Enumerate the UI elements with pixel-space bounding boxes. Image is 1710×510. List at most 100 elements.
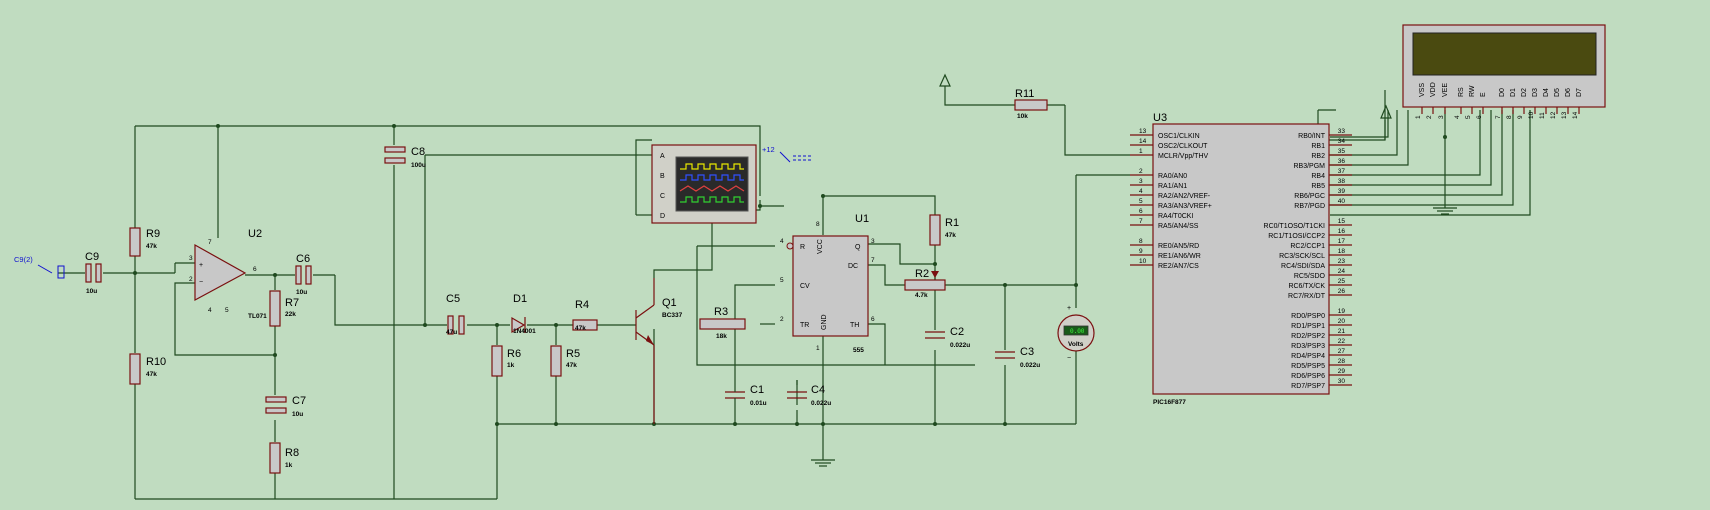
pic-pin-number: 1 xyxy=(1139,148,1143,155)
resistor-r10[interactable]: R10 47k xyxy=(129,353,166,385)
svg-text:47k: 47k xyxy=(146,243,157,250)
pic-pin-name: RB1 xyxy=(1311,143,1325,150)
resistor-r7[interactable]: R7 22k xyxy=(269,290,299,327)
pic-pin-name: RE1/AN6/WR xyxy=(1158,253,1201,260)
capacitor-c4[interactable]: C4 0.022u xyxy=(787,384,831,407)
capacitor-c5[interactable]: C5 47u xyxy=(446,293,465,336)
resistor-r1[interactable]: R1 47k xyxy=(929,214,959,246)
svg-text:10k: 10k xyxy=(1017,113,1028,120)
capacitor-c9[interactable]: C9 10u xyxy=(85,251,102,295)
resistor-r9[interactable]: R9 47k xyxy=(129,227,160,257)
pic-pin-name: OSC2/CLKOUT xyxy=(1158,143,1208,150)
lcd-pin-name: D1 xyxy=(1510,88,1517,97)
svg-text:1: 1 xyxy=(816,345,820,352)
pic-pin-number: 39 xyxy=(1338,188,1346,195)
svg-text:D1: D1 xyxy=(513,293,527,305)
pic-pin-number: 2 xyxy=(1139,168,1143,175)
resistor-r4[interactable]: R4 47k xyxy=(572,299,598,332)
svg-text:1N4001: 1N4001 xyxy=(513,328,536,335)
oscilloscope[interactable]: A B C D xyxy=(651,144,757,224)
resistor-r11[interactable]: R11 10k xyxy=(1014,88,1048,120)
input-terminal[interactable]: C9(2) xyxy=(14,255,65,279)
pic-pin-name: RE0/AN5/RD xyxy=(1158,243,1199,250)
voltmeter[interactable]: 0.00 Volts + − xyxy=(1057,305,1095,362)
lcd-pin-name: D2 xyxy=(1521,88,1528,97)
capacitor-c8[interactable]: C8 100u xyxy=(384,146,426,169)
pic-pin-name: RA2/AN2/VREF- xyxy=(1158,193,1211,200)
svg-text:DC: DC xyxy=(848,263,858,270)
svg-text:10u: 10u xyxy=(296,289,307,296)
junction-dots xyxy=(133,124,1447,426)
svg-text:R4: R4 xyxy=(575,299,589,311)
lcd-pin-name: E xyxy=(1480,92,1487,97)
transistor-q1[interactable]: Q1 BC337 xyxy=(635,278,683,424)
svg-text:C9: C9 xyxy=(85,251,99,263)
lcd-pin-name: D3 xyxy=(1532,88,1539,97)
pic-pin-number: 34 xyxy=(1338,138,1346,145)
opamp-u2[interactable]: + − 3 2 6 7 4 5 U2 TL071 xyxy=(189,228,267,320)
lcd-pin-number: 8 xyxy=(1506,115,1513,119)
microcontroller-u3[interactable]: U3 PIC16F877 13OSC1/CLKIN14OSC2/CLKOUT1M… xyxy=(1130,112,1352,406)
svg-text:555: 555 xyxy=(853,347,864,354)
svg-text:R1: R1 xyxy=(945,217,959,229)
resistor-r3[interactable]: R3 18k xyxy=(699,306,746,340)
svg-text:10u: 10u xyxy=(86,288,97,295)
pic-pin-name: RC3/SCK/SCL xyxy=(1279,253,1325,260)
ground-symbol xyxy=(811,459,835,467)
pic-pin-number: 19 xyxy=(1338,308,1346,315)
lcd-pin-name: VEE xyxy=(1442,83,1449,97)
svg-text:18k: 18k xyxy=(716,333,727,340)
svg-text:0.022u: 0.022u xyxy=(950,342,970,349)
svg-text:7: 7 xyxy=(871,257,875,264)
pic-pin-name: RD1/PSP1 xyxy=(1291,323,1325,330)
resistor-r5[interactable]: R5 47k xyxy=(550,345,580,377)
potentiometer-r2[interactable]: R2 4.7k xyxy=(904,268,946,299)
pic-pin-number: 10 xyxy=(1139,258,1147,265)
svg-text:R6: R6 xyxy=(507,348,521,360)
svg-text:4: 4 xyxy=(780,238,784,245)
supply-terminal-12v[interactable]: +12 xyxy=(762,145,812,163)
capacitor-c3[interactable]: C3 0.022u xyxy=(995,346,1040,369)
pic-pin-number: 40 xyxy=(1338,198,1346,205)
svg-text:0.022u: 0.022u xyxy=(811,400,831,407)
lcd-ground-symbol xyxy=(1433,207,1457,215)
capacitor-c1[interactable]: C1 0.01u xyxy=(725,380,767,407)
svg-text:C9(2): C9(2) xyxy=(14,255,33,264)
pic-pin-name: RC1/T1OSI/CCP2 xyxy=(1268,233,1325,240)
pic-pin-number: 27 xyxy=(1338,348,1346,355)
lcd-pin-name: VDD xyxy=(1430,82,1437,97)
lcd-pin-name: RS xyxy=(1458,87,1465,97)
svg-text:C2: C2 xyxy=(950,326,964,338)
wires xyxy=(58,90,1531,500)
svg-text:C1: C1 xyxy=(750,384,764,396)
pic-pin-name: RC7/RX/DT xyxy=(1288,293,1326,300)
pic-pin-name: RD2/PSP2 xyxy=(1291,333,1325,340)
pic-pin-number: 38 xyxy=(1338,178,1346,185)
resistor-r8[interactable]: R8 1k xyxy=(269,442,299,474)
capacitor-c2[interactable]: C2 0.022u xyxy=(925,326,970,349)
pic-pin-number: 21 xyxy=(1338,328,1346,335)
pic-pin-number: 14 xyxy=(1139,138,1147,145)
pic-pin-name: RA3/AN3/VREF+ xyxy=(1158,203,1212,210)
svg-text:−: − xyxy=(1067,355,1071,362)
svg-text:2: 2 xyxy=(780,316,784,323)
lcd-pin-number: 1 xyxy=(1415,115,1422,119)
capacitor-c6[interactable]: C6 10u xyxy=(295,253,312,296)
pic-pin-name: OSC1/CLKIN xyxy=(1158,133,1200,140)
timer-555-u1[interactable]: R VCC Q DC CV TR GND TH 4 8 3 7 5 2 1 6 … xyxy=(780,213,875,354)
capacitor-c7[interactable]: C7 10u xyxy=(265,395,306,418)
pic-pin-number: 36 xyxy=(1338,158,1346,165)
svg-text:5: 5 xyxy=(780,277,784,284)
svg-text:−: − xyxy=(199,279,203,286)
resistor-r6[interactable]: R6 1k xyxy=(491,345,521,377)
lcd-pins: VSS1VDD2VEE3RS4RW5E6D07D18D29D310D411D51… xyxy=(1415,82,1583,119)
svg-text:U3: U3 xyxy=(1153,112,1167,124)
pic-pin-name: RC5/SDO xyxy=(1294,273,1326,280)
pic-pin-number: 7 xyxy=(1139,218,1143,225)
svg-text:C5: C5 xyxy=(446,293,460,305)
lcd-display[interactable]: VSS1VDD2VEE3RS4RW5E6D07D18D29D310D411D51… xyxy=(1402,24,1606,119)
pic-pin-number: 9 xyxy=(1139,248,1143,255)
diode-d1[interactable]: D1 1N4001 xyxy=(511,293,536,335)
svg-text:100u: 100u xyxy=(411,162,426,169)
svg-text:+: + xyxy=(199,262,203,269)
